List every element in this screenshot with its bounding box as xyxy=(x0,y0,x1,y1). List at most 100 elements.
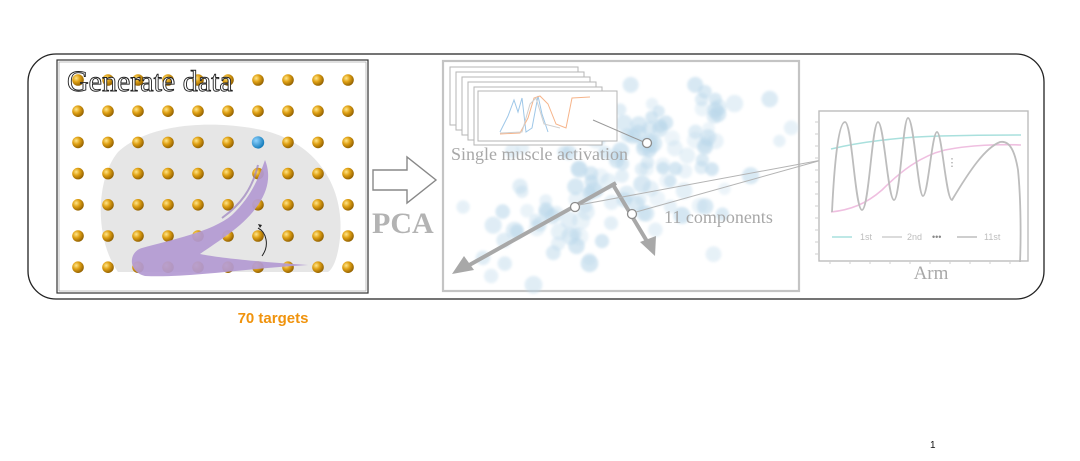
generate-data-title: Generate data xyxy=(67,65,233,98)
target-dot xyxy=(342,105,354,117)
target-dot xyxy=(162,105,174,117)
target-dot xyxy=(342,167,354,180)
scatter-point xyxy=(570,160,587,177)
target-dot xyxy=(222,74,234,86)
target-dot xyxy=(342,261,354,274)
target-dot xyxy=(312,261,324,274)
scatter-point xyxy=(529,213,542,227)
scatter-point xyxy=(710,106,727,122)
scatter-point xyxy=(608,152,625,169)
scatter-point xyxy=(694,92,709,107)
target-dot xyxy=(252,74,264,86)
target-dot xyxy=(282,261,294,274)
scatter-point xyxy=(649,190,666,207)
target-dot xyxy=(282,167,294,180)
scatter-point xyxy=(645,97,659,111)
target-dot xyxy=(132,199,144,211)
target-dot xyxy=(192,105,204,117)
target-dot xyxy=(342,199,354,211)
scatter-point xyxy=(615,169,629,183)
scatter-point xyxy=(512,178,528,194)
target-dot xyxy=(102,105,114,117)
scatter-point xyxy=(687,76,704,93)
target-dot xyxy=(132,105,144,117)
scatter-point xyxy=(495,204,511,219)
target-dot xyxy=(312,199,324,211)
pca-panel: Single muscle activation 11 components xyxy=(441,59,823,294)
target-dot xyxy=(132,167,144,180)
reach-area xyxy=(100,124,341,272)
scatter-point xyxy=(773,134,786,148)
scatter-point xyxy=(697,139,713,155)
scatter-point xyxy=(679,147,696,164)
target-dot xyxy=(282,136,294,149)
target-dot xyxy=(222,199,234,211)
component-11st-curve xyxy=(831,117,1022,263)
scatter-cloud xyxy=(456,76,799,294)
scatter-point xyxy=(615,114,633,132)
target-dot xyxy=(162,74,174,86)
arm-panel-ellipsis-icon: ⋮ xyxy=(947,156,958,169)
target-dot xyxy=(312,136,324,149)
scatter-point xyxy=(705,162,719,177)
scatter-point xyxy=(708,92,722,106)
connector-line-1 xyxy=(578,159,823,206)
scatter-point xyxy=(725,94,744,113)
scatter-point xyxy=(567,178,584,196)
scatter-point xyxy=(524,275,543,294)
target-dot xyxy=(222,136,234,149)
target-dot xyxy=(72,167,84,180)
scatter-point xyxy=(520,203,534,218)
target-dot xyxy=(102,74,114,86)
legend-ellipsis: ••• xyxy=(932,232,941,242)
arm-axis-ticks xyxy=(815,121,1011,264)
scatter-point xyxy=(718,182,731,195)
scatter-point xyxy=(742,167,760,185)
target-dot xyxy=(102,167,114,180)
sample-point-marker xyxy=(641,137,653,149)
pc1-axis xyxy=(463,181,617,270)
scatter-point xyxy=(668,161,683,176)
target-dot xyxy=(192,74,204,86)
target-dot xyxy=(162,230,174,242)
target-dot xyxy=(342,136,354,149)
target-dot xyxy=(72,136,84,149)
target-dot xyxy=(282,105,294,117)
rotation-arrow-icon xyxy=(257,227,267,257)
activation-stack xyxy=(449,66,618,146)
scatter-point xyxy=(645,110,659,124)
scatter-point xyxy=(603,194,620,210)
target-dot xyxy=(102,199,114,211)
target-dot xyxy=(102,261,114,274)
scatter-point xyxy=(456,200,470,214)
highlighted-target xyxy=(251,136,265,149)
target-dot xyxy=(192,167,204,180)
scatter-point xyxy=(705,246,722,263)
legend-1st: 1st xyxy=(860,232,873,242)
scatter-point xyxy=(577,203,595,221)
scatter-point xyxy=(783,120,799,136)
pc1-arrowhead-icon xyxy=(452,256,474,274)
target-dot xyxy=(252,230,264,242)
scatter-point xyxy=(497,256,512,271)
scatter-point xyxy=(673,206,691,224)
scatter-point xyxy=(715,207,730,221)
scatter-point xyxy=(664,130,681,146)
scatter-point xyxy=(560,211,578,229)
arm-shape xyxy=(131,160,308,277)
target-dot xyxy=(282,199,294,211)
activation-trace-blue xyxy=(499,95,549,133)
target-dot xyxy=(72,261,84,274)
target-dot xyxy=(312,230,324,242)
pc-component-marker xyxy=(626,208,638,220)
legend-2nd: 2nd xyxy=(907,232,922,242)
scatter-point xyxy=(604,216,619,231)
stack-pointer-line xyxy=(592,119,647,144)
target-dot xyxy=(132,136,144,149)
target-dot xyxy=(312,74,324,86)
target-dot xyxy=(342,74,354,86)
generate-data-panel: Generate data xyxy=(56,59,369,294)
target-dot xyxy=(282,230,294,242)
target-dot xyxy=(72,199,84,211)
